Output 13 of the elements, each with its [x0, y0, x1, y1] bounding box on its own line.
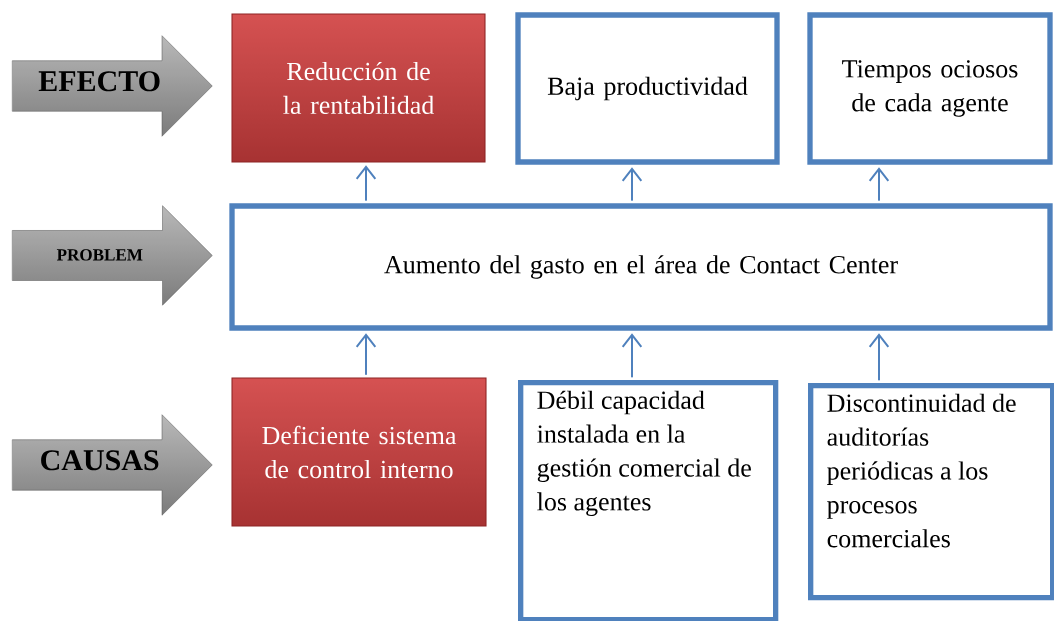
arrow [868, 333, 890, 382]
arrow [868, 167, 890, 202]
process-box: Débil capacidad instalada en la gestión comercial de los agentes [518, 380, 779, 621]
arrow [621, 167, 643, 202]
effect-box: Reducción de la rentabilidad [231, 13, 486, 163]
effect-box: Deficiente sistema de control interno [231, 377, 487, 527]
process-box: Discontinuidad de auditorías periódicas a los procesos comerciales [808, 383, 1054, 601]
process-box: Aumento del gasto en el área de Contact Center [229, 203, 1053, 331]
arrow [355, 333, 377, 376]
process-box: Baja productividad [515, 12, 780, 165]
process-box: Tiempos ociosos de cada agente [807, 12, 1053, 165]
arrow [355, 165, 377, 202]
arrow [621, 333, 643, 379]
